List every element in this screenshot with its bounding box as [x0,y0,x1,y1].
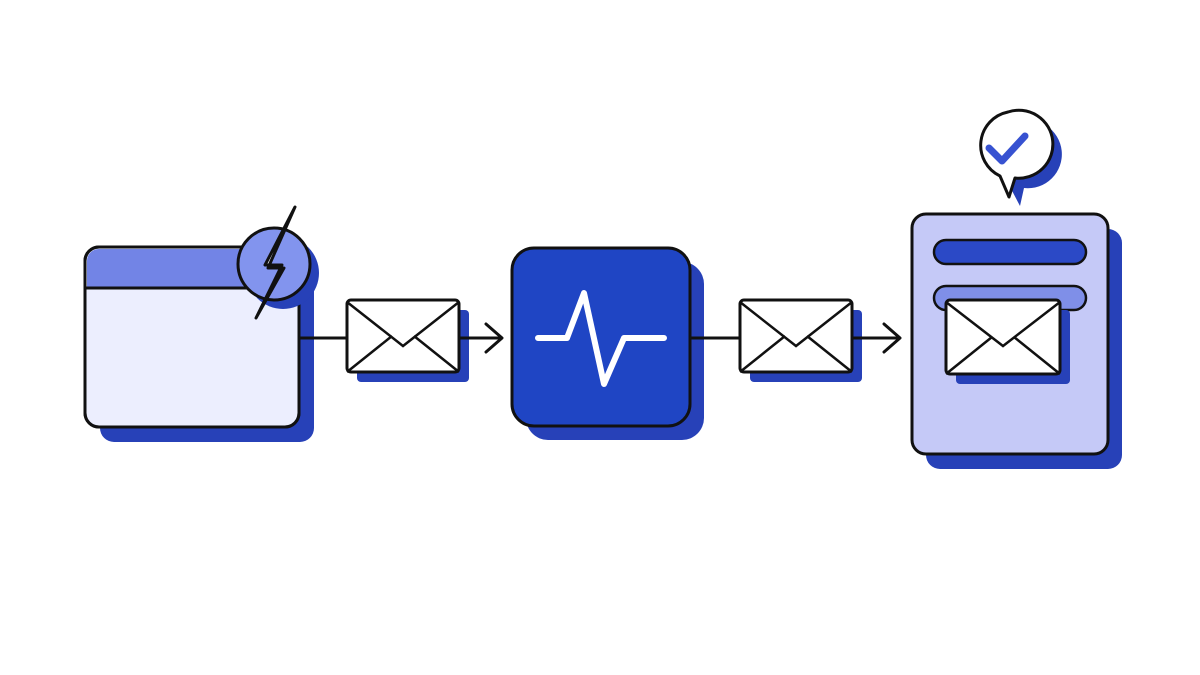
envelope-fold-left [346,335,393,373]
source-window-border [83,245,301,429]
pulse-icon [535,290,667,387]
envelope-fold-right [806,335,853,373]
envelope-icon [944,298,1070,384]
envelope-body [738,298,854,374]
envelope-flap [346,301,460,348]
envelope-body [345,298,461,374]
inbox-document-node [910,108,1122,469]
connector-1 [300,298,504,382]
envelope-fold-left [945,336,993,375]
lightning-bolt-icon [236,205,319,320]
lightning-bolt [254,205,297,320]
envelope-fold-right [1013,336,1061,375]
arrowhead-icon [484,322,504,354]
connector-2 [691,298,902,382]
checkmark [985,132,1029,165]
envelope-icon [738,298,862,382]
envelope-body [944,298,1062,376]
service-tile [510,246,692,428]
envelope-flap [945,301,1061,348]
processing-service-node [510,246,704,440]
check-bubble [979,108,1055,199]
envelope-fold-right [413,335,460,373]
document-line-primary [932,238,1088,266]
envelope-fold-left [739,335,786,373]
arrowhead-icon [882,322,902,354]
source-window-node [83,205,319,442]
envelope-icon [345,298,469,382]
checkmark-bubble-icon [979,108,1062,206]
envelope-flap [739,301,853,348]
